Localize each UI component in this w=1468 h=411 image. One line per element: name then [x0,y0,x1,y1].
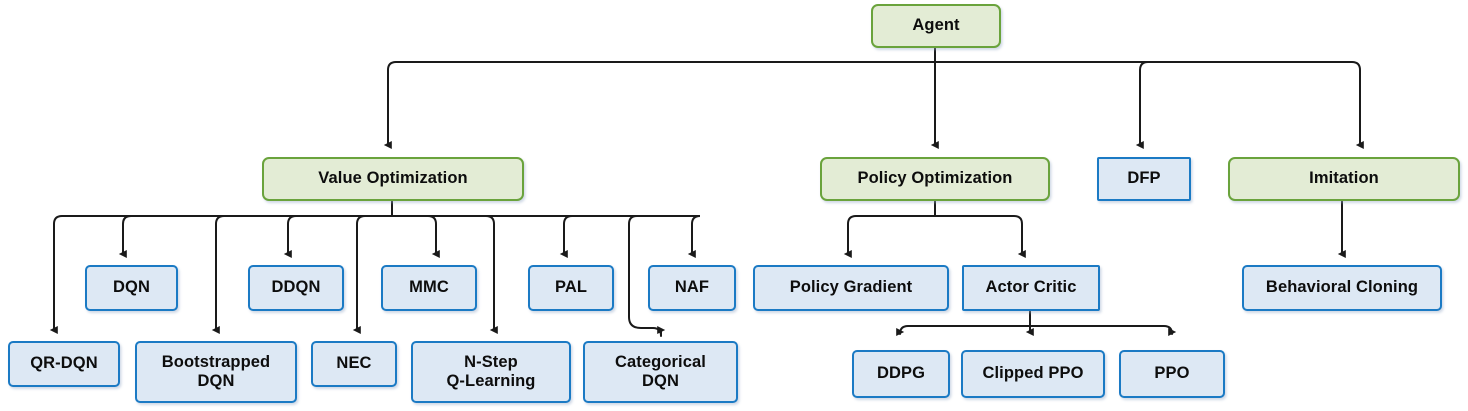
node-ppo[interactable]: PPO [1119,350,1225,398]
node-dqn[interactable]: DQN [85,265,178,311]
edge-vo-mmc [427,215,440,258]
node-policy-gradient[interactable]: Policy Gradient [753,265,949,311]
edge-vo-qr-dqn [49,215,63,334]
node-value-optimization[interactable]: Value Optimization [262,157,524,201]
edge-ac-ddpg [896,325,909,337]
edge-agent-value-opt [383,61,397,149]
edge-vo-bootstrapped-dqn [211,215,225,334]
node-pal[interactable]: PAL [528,265,614,311]
edge-vo-dqn [118,215,132,258]
node-ddqn[interactable]: DDQN [248,265,344,311]
node-clipped-ppo[interactable]: Clipped PPO [961,350,1105,398]
node-actor-critic[interactable]: Actor Critic [962,265,1100,311]
node-qr-dqn[interactable]: QR-DQN [8,341,120,387]
edge-po-policy-gradient [843,215,857,258]
edge-ac-ppo [1163,325,1177,337]
edge-vo-n-step-q [485,215,498,334]
edge-vo-pal [559,215,573,258]
edge-agent-dfp [1135,61,1149,149]
edge-vo-nec [352,215,366,334]
node-bootstrapped-dqn[interactable]: Bootstrapped DQN [135,341,297,403]
node-dfp[interactable]: DFP [1097,157,1191,201]
node-naf[interactable]: NAF [648,265,736,311]
node-nec[interactable]: NEC [311,341,397,387]
edge-agent-imitation [1351,61,1364,149]
node-policy-optimization[interactable]: Policy Optimization [820,157,1050,201]
edge-vo-naf [687,215,701,258]
edge-po-actor-critic [1013,215,1026,258]
edge-vo-ddqn [283,215,297,258]
node-categorical-dqn[interactable]: Categorical DQN [583,341,738,403]
node-n-step-q-learning[interactable]: N-Step Q-Learning [411,341,571,403]
node-behavioral-cloning[interactable]: Behavioral Cloning [1242,265,1442,311]
node-agent[interactable]: Agent [871,4,1001,48]
node-ddpg[interactable]: DDPG [852,350,950,398]
node-mmc[interactable]: MMC [381,265,477,311]
node-imitation[interactable]: Imitation [1228,157,1460,201]
